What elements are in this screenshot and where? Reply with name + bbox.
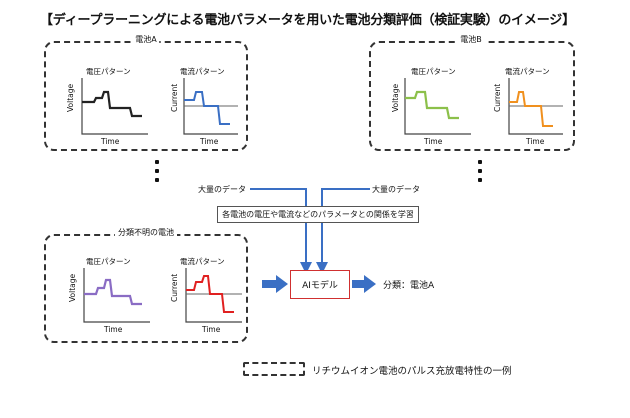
battery-a-more-dots xyxy=(155,160,159,187)
voltage-trace xyxy=(82,90,142,118)
battery-a-current-title: 電流パターン xyxy=(180,67,225,76)
battery-b-voltage-xlabel: Time xyxy=(424,137,443,146)
unknown-current-plot xyxy=(185,268,242,323)
battery-a-voltage-title: 電圧パターン xyxy=(86,67,131,76)
unknown-battery-label: 分類不明の電池 xyxy=(115,227,177,238)
current-trace xyxy=(184,91,230,125)
legend-text: リチウムイオン電池のパルス充放電特性の一例 xyxy=(312,366,512,377)
learning-description: 各電池の電圧や電流などのパラメータとの関係を学習 xyxy=(217,206,419,223)
current-trace xyxy=(186,275,234,313)
battery-b-more-dots xyxy=(478,160,482,187)
classification-result: 分類：電池A xyxy=(383,281,435,291)
battery-b-current-xlabel: Time xyxy=(526,137,545,146)
page-title: 【ディープラーニングによる電池パラメータを用いた電池分類評価（検証実験）のイメー… xyxy=(40,13,575,28)
legend-dashed-sample xyxy=(243,362,305,376)
right-data-arrow xyxy=(316,188,370,274)
battery-b-current-title: 電流パターン xyxy=(505,67,550,76)
battery-b-voltage-plot xyxy=(404,78,471,135)
large-data-right: 大量のデータ xyxy=(372,185,420,194)
battery-b-current-plot xyxy=(508,78,563,135)
battery-a-label: 電池A xyxy=(132,34,160,45)
battery-a-voltage-plot xyxy=(81,78,148,135)
axes xyxy=(81,78,148,135)
axes xyxy=(508,78,563,135)
ai-model-box: AIモデル xyxy=(290,270,350,299)
battery-b-voltage-title: 電圧パターン xyxy=(411,67,456,76)
battery-a-current-plot xyxy=(183,78,238,135)
left-data-arrow xyxy=(250,188,312,274)
unknown-current-title: 電流パターン xyxy=(180,257,225,266)
ai-to-result-arrow xyxy=(352,275,376,293)
voltage-trace xyxy=(84,278,142,306)
unknown-voltage-plot xyxy=(83,268,150,323)
axes xyxy=(183,78,238,135)
unknown-current-xlabel: Time xyxy=(202,325,221,334)
unknown-to-ai-arrow xyxy=(262,275,288,293)
unknown-voltage-xlabel: Time xyxy=(104,325,123,334)
battery-b-label: 電池B xyxy=(457,34,485,45)
unknown-voltage-title: 電圧パターン xyxy=(86,257,131,266)
large-data-left: 大量のデータ xyxy=(198,185,246,194)
battery-a-voltage-xlabel: Time xyxy=(101,137,120,146)
battery-a-current-xlabel: Time xyxy=(200,137,219,146)
axes xyxy=(185,268,242,323)
voltage-trace xyxy=(405,90,459,120)
current-trace xyxy=(509,91,553,127)
axes xyxy=(83,268,150,323)
unknown-current-ylabel: Current xyxy=(170,273,179,302)
unknown-voltage-ylabel: Voltage xyxy=(68,273,77,302)
axes xyxy=(404,78,471,135)
